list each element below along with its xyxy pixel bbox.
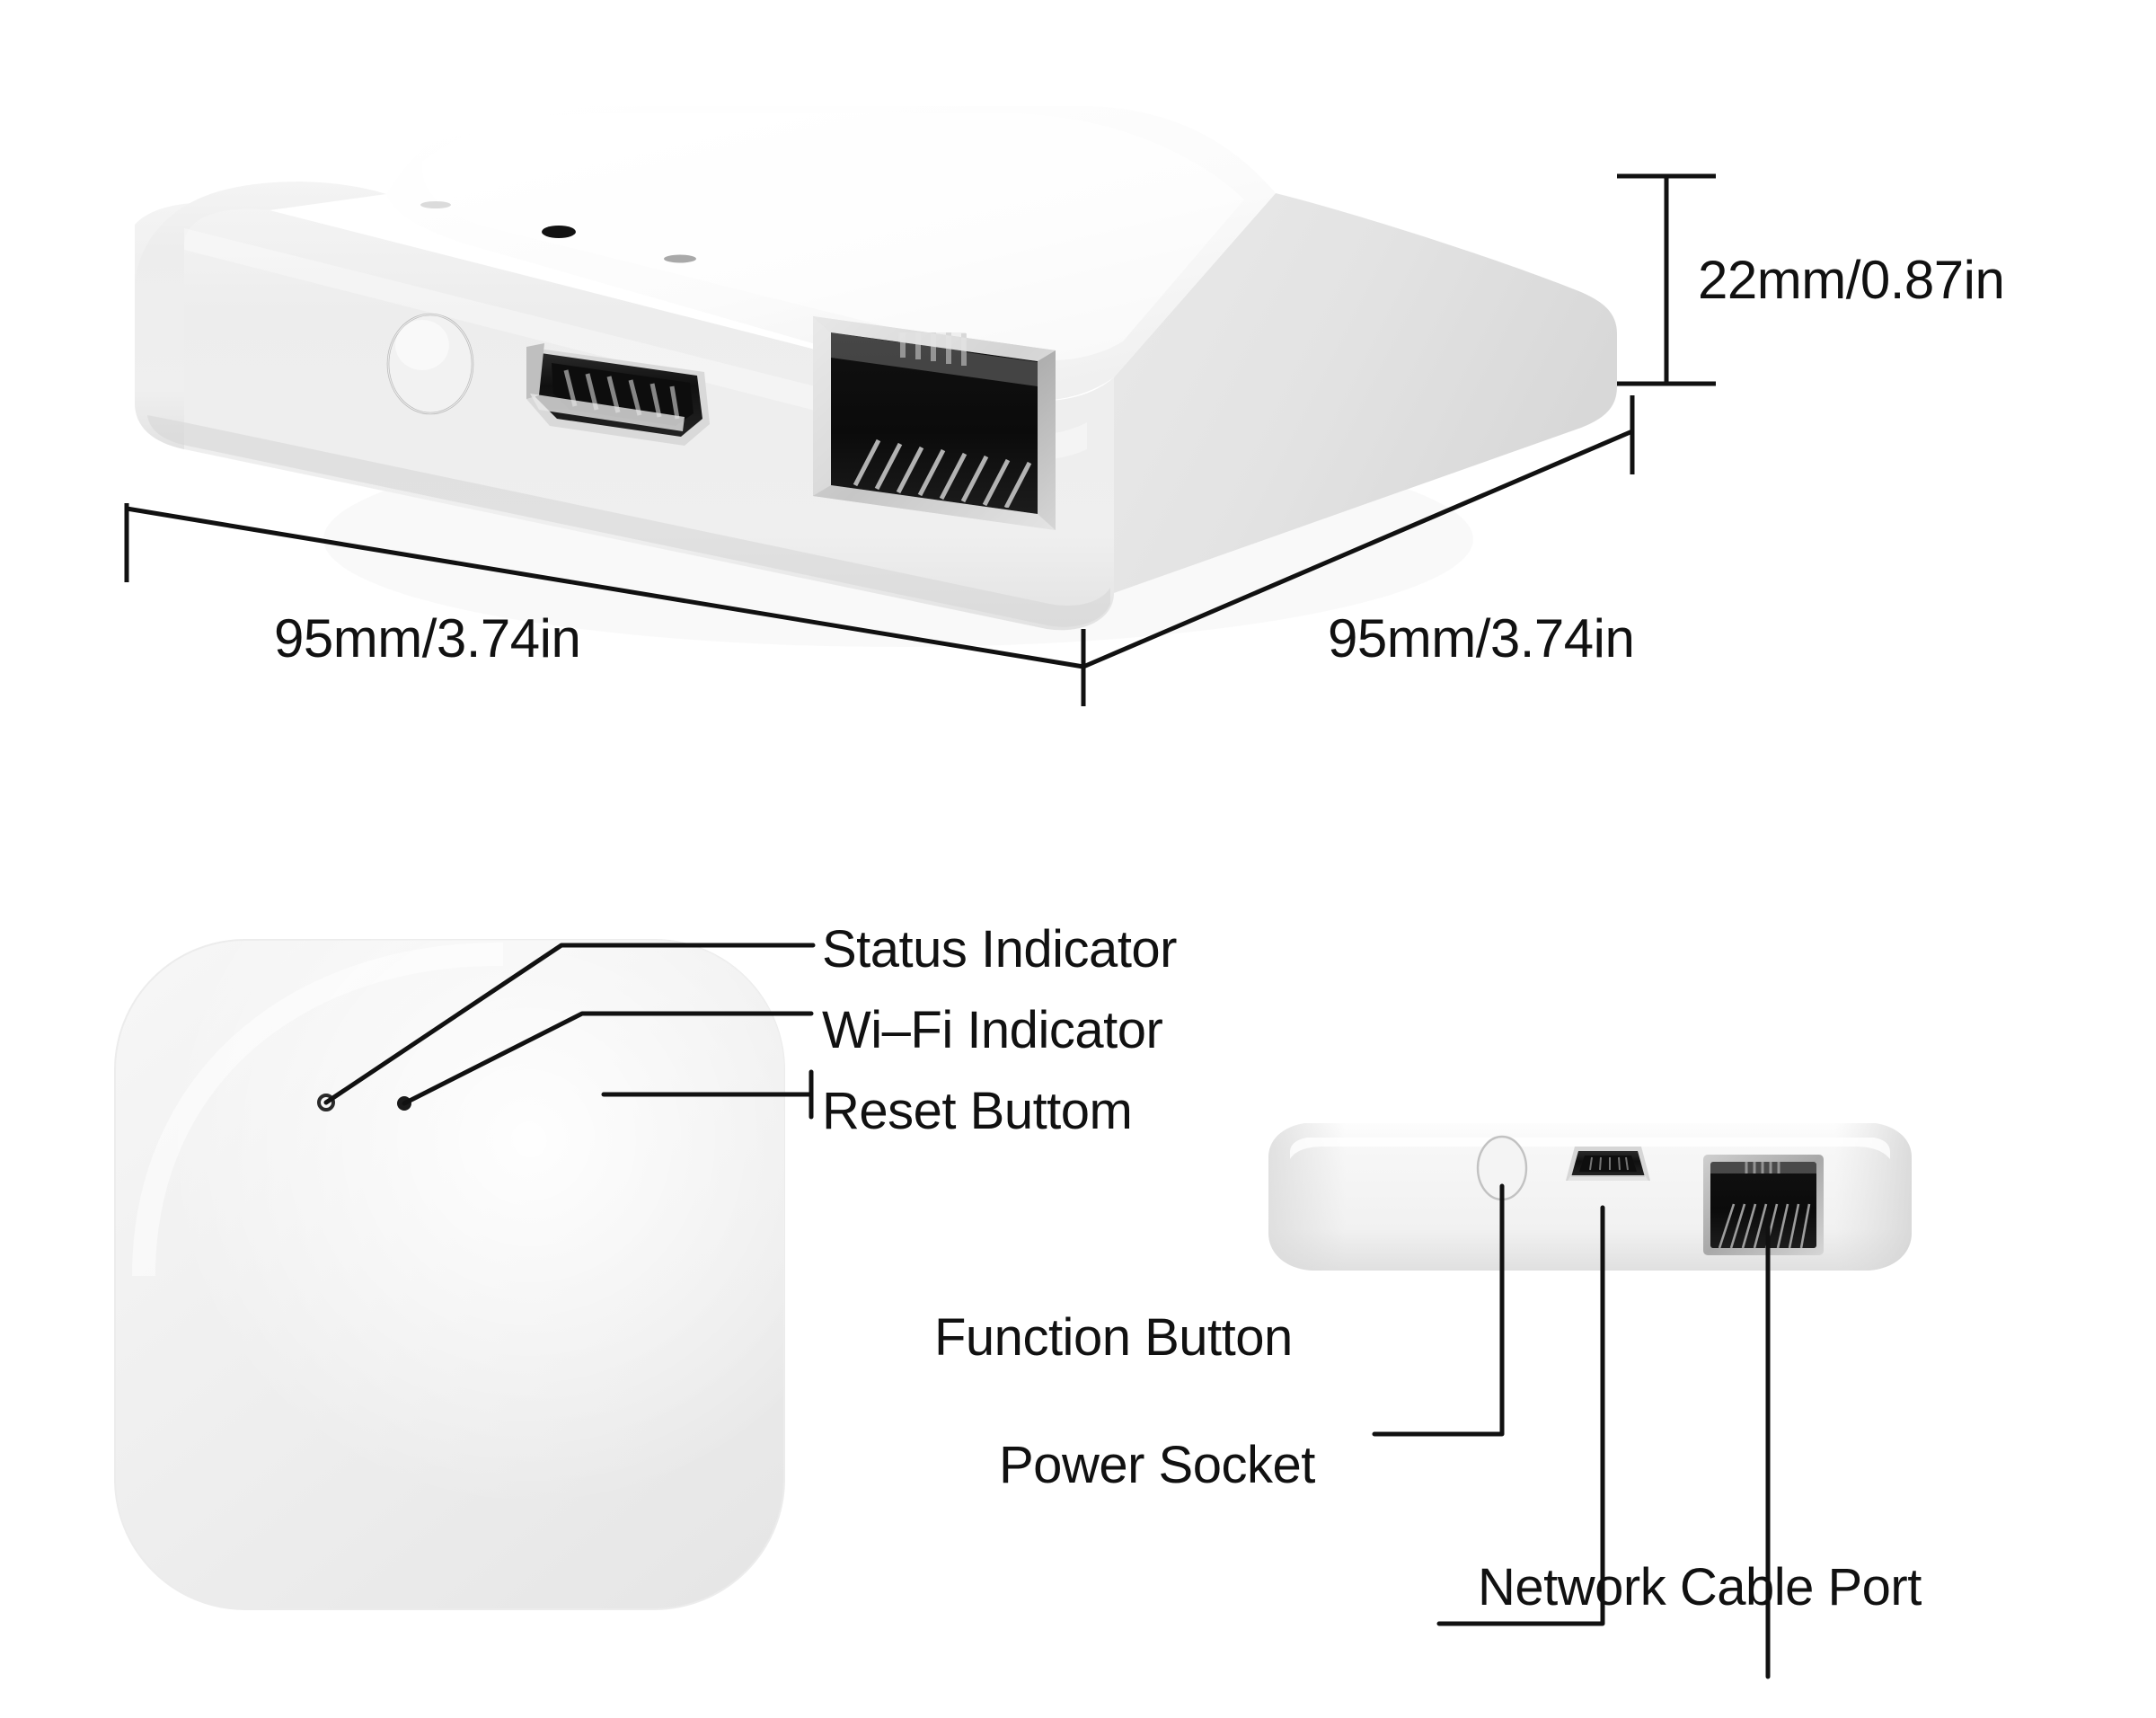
reset-pinhole-marking xyxy=(664,254,696,263)
power-socket-label: Power Socket xyxy=(999,1436,1315,1494)
function-button-icon xyxy=(386,313,474,415)
function-button-label: Function Button xyxy=(934,1308,1293,1367)
depth-dimension-line xyxy=(1082,429,1633,669)
status-indicator-label: Status Indicator xyxy=(822,920,1178,979)
depth-dimension-label: 95mm/3.74in xyxy=(1328,608,1635,669)
width-dimension-line xyxy=(126,506,1084,669)
wifi-led-marking xyxy=(542,226,576,238)
reset-button-label: Reset Buttom xyxy=(822,1082,1133,1140)
side-view-device-illustration xyxy=(1268,1123,1912,1271)
device-right-face xyxy=(1114,193,1617,593)
network-cable-port-label: Network Cable Port xyxy=(1478,1558,1922,1616)
network-cable-port-icon xyxy=(813,316,1056,530)
top-view-leader-lines xyxy=(323,943,816,1120)
height-dimension-label: 22mm/0.87in xyxy=(1698,250,2005,310)
status-indicator-hole xyxy=(317,1094,335,1111)
wifi-indicator-leader xyxy=(402,1011,814,1106)
hero-device-illustration xyxy=(135,106,1617,631)
side-view-leader-lines xyxy=(1372,1183,1771,1679)
status-indicator-leader xyxy=(323,943,816,1105)
wifi-indicator-label: Wi–Fi Indicator xyxy=(822,1001,1163,1059)
width-dimension-label: 95mm/3.74in xyxy=(274,608,581,669)
status-led-marking xyxy=(420,201,451,208)
side-network-port-icon xyxy=(1703,1155,1824,1255)
dimension-lines xyxy=(124,173,1716,706)
function-button-leader xyxy=(1372,1183,1505,1437)
power-socket-leader xyxy=(1436,1205,1605,1626)
top-view-device-illustration xyxy=(114,939,785,1610)
power-socket-icon xyxy=(526,343,710,446)
side-power-socket-icon xyxy=(1566,1147,1650,1181)
